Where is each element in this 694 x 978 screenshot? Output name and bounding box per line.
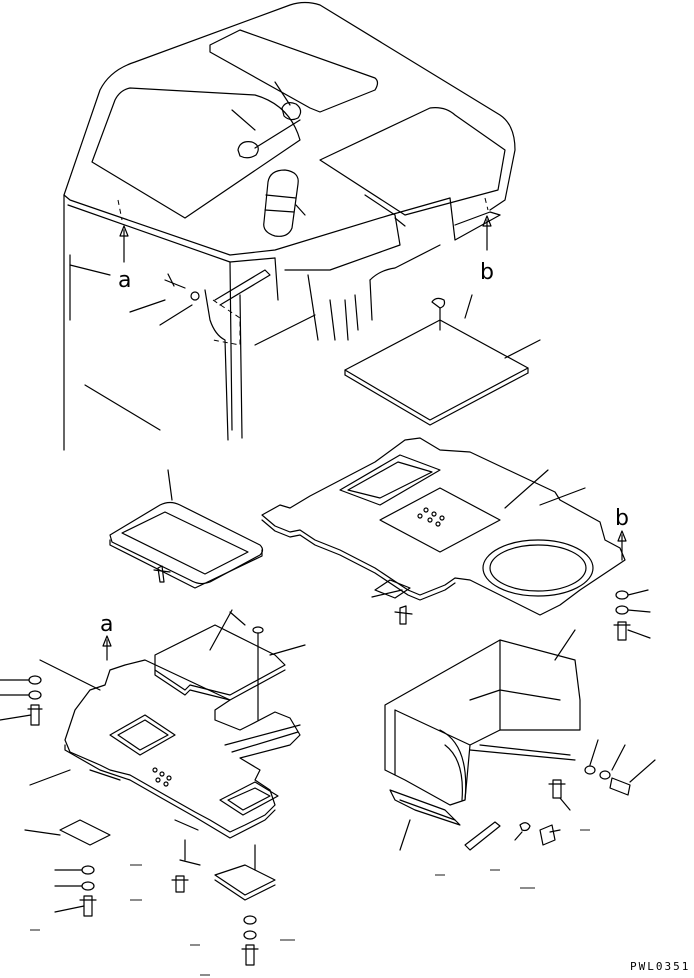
cab-assembly	[63, 1, 516, 451]
blank-leader-marks	[30, 829, 590, 976]
callout-a-upper: a	[118, 268, 132, 293]
lower-floor-plate	[0, 635, 301, 839]
drawing-code: PWL0351	[630, 960, 691, 973]
callout-a-lower: a	[100, 612, 114, 637]
floor-panel	[261, 437, 626, 625]
callout-b-upper: b	[480, 260, 494, 285]
right-hardware	[613, 530, 651, 641]
cover-plate	[109, 469, 264, 589]
side-bracket	[384, 629, 656, 851]
lower-small-parts	[24, 819, 276, 966]
floor-mat	[344, 294, 541, 426]
support-plate	[154, 609, 306, 753]
callout-b-lower: b	[615, 506, 629, 531]
